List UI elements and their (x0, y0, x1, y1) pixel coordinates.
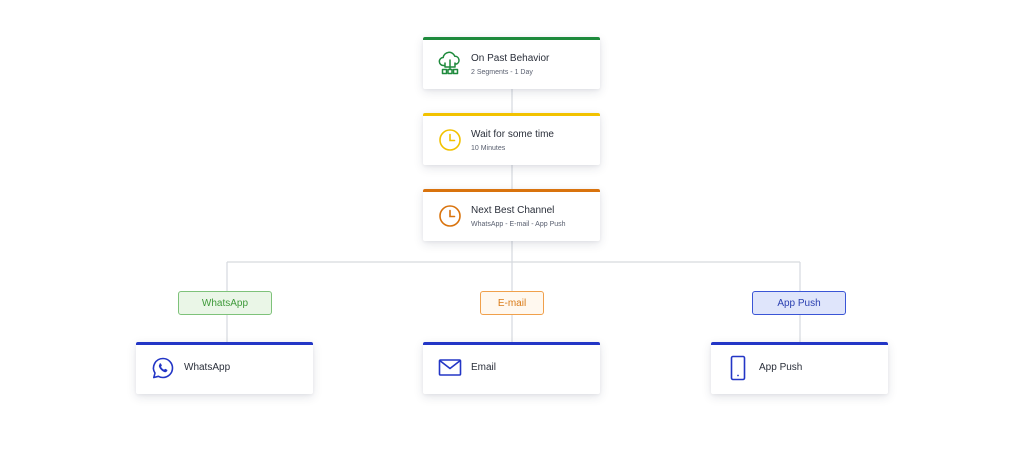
step-card-accent-bar (423, 37, 600, 40)
cloud-network-icon (438, 51, 462, 77)
step-subtitle: 10 Minutes (471, 145, 506, 152)
step-card-next-best-channel[interactable]: Next Best Channel WhatsApp - E-mail - Ap… (423, 189, 600, 241)
step-card-accent-bar (423, 189, 600, 192)
step-card-past-behavior[interactable]: On Past Behavior 2 Segments - 1 Day (423, 37, 600, 89)
branch-tag-email[interactable]: E-mail (480, 291, 544, 315)
step-title: On Past Behavior (471, 53, 550, 64)
step-subtitle: 2 Segments - 1 Day (471, 69, 533, 76)
step-subtitle: WhatsApp - E-mail - App Push (471, 221, 566, 228)
clock-icon (438, 128, 462, 152)
channel-label: Email (471, 362, 497, 373)
channel-card-whatsapp[interactable]: WhatsApp (136, 342, 313, 394)
channel-card-email[interactable]: Email (423, 342, 600, 394)
envelope-icon (438, 358, 462, 378)
channel-card-accent-bar (136, 342, 313, 345)
step-title: Next Best Channel (471, 205, 555, 216)
channel-label: App Push (759, 362, 803, 373)
branch-tag-app-push[interactable]: App Push (752, 291, 846, 315)
whatsapp-icon (151, 356, 175, 380)
clock-icon (438, 204, 462, 228)
channel-label: WhatsApp (184, 362, 231, 373)
mobile-phone-icon (726, 355, 750, 381)
branch-tag-whatsapp[interactable]: WhatsApp (178, 291, 272, 315)
step-card-accent-bar (423, 113, 600, 116)
channel-card-accent-bar (711, 342, 888, 345)
step-card-wait[interactable]: Wait for some time 10 Minutes (423, 113, 600, 165)
step-title: Wait for some time (471, 129, 554, 140)
channel-card-app-push[interactable]: App Push (711, 342, 888, 394)
channel-card-accent-bar (423, 342, 600, 345)
